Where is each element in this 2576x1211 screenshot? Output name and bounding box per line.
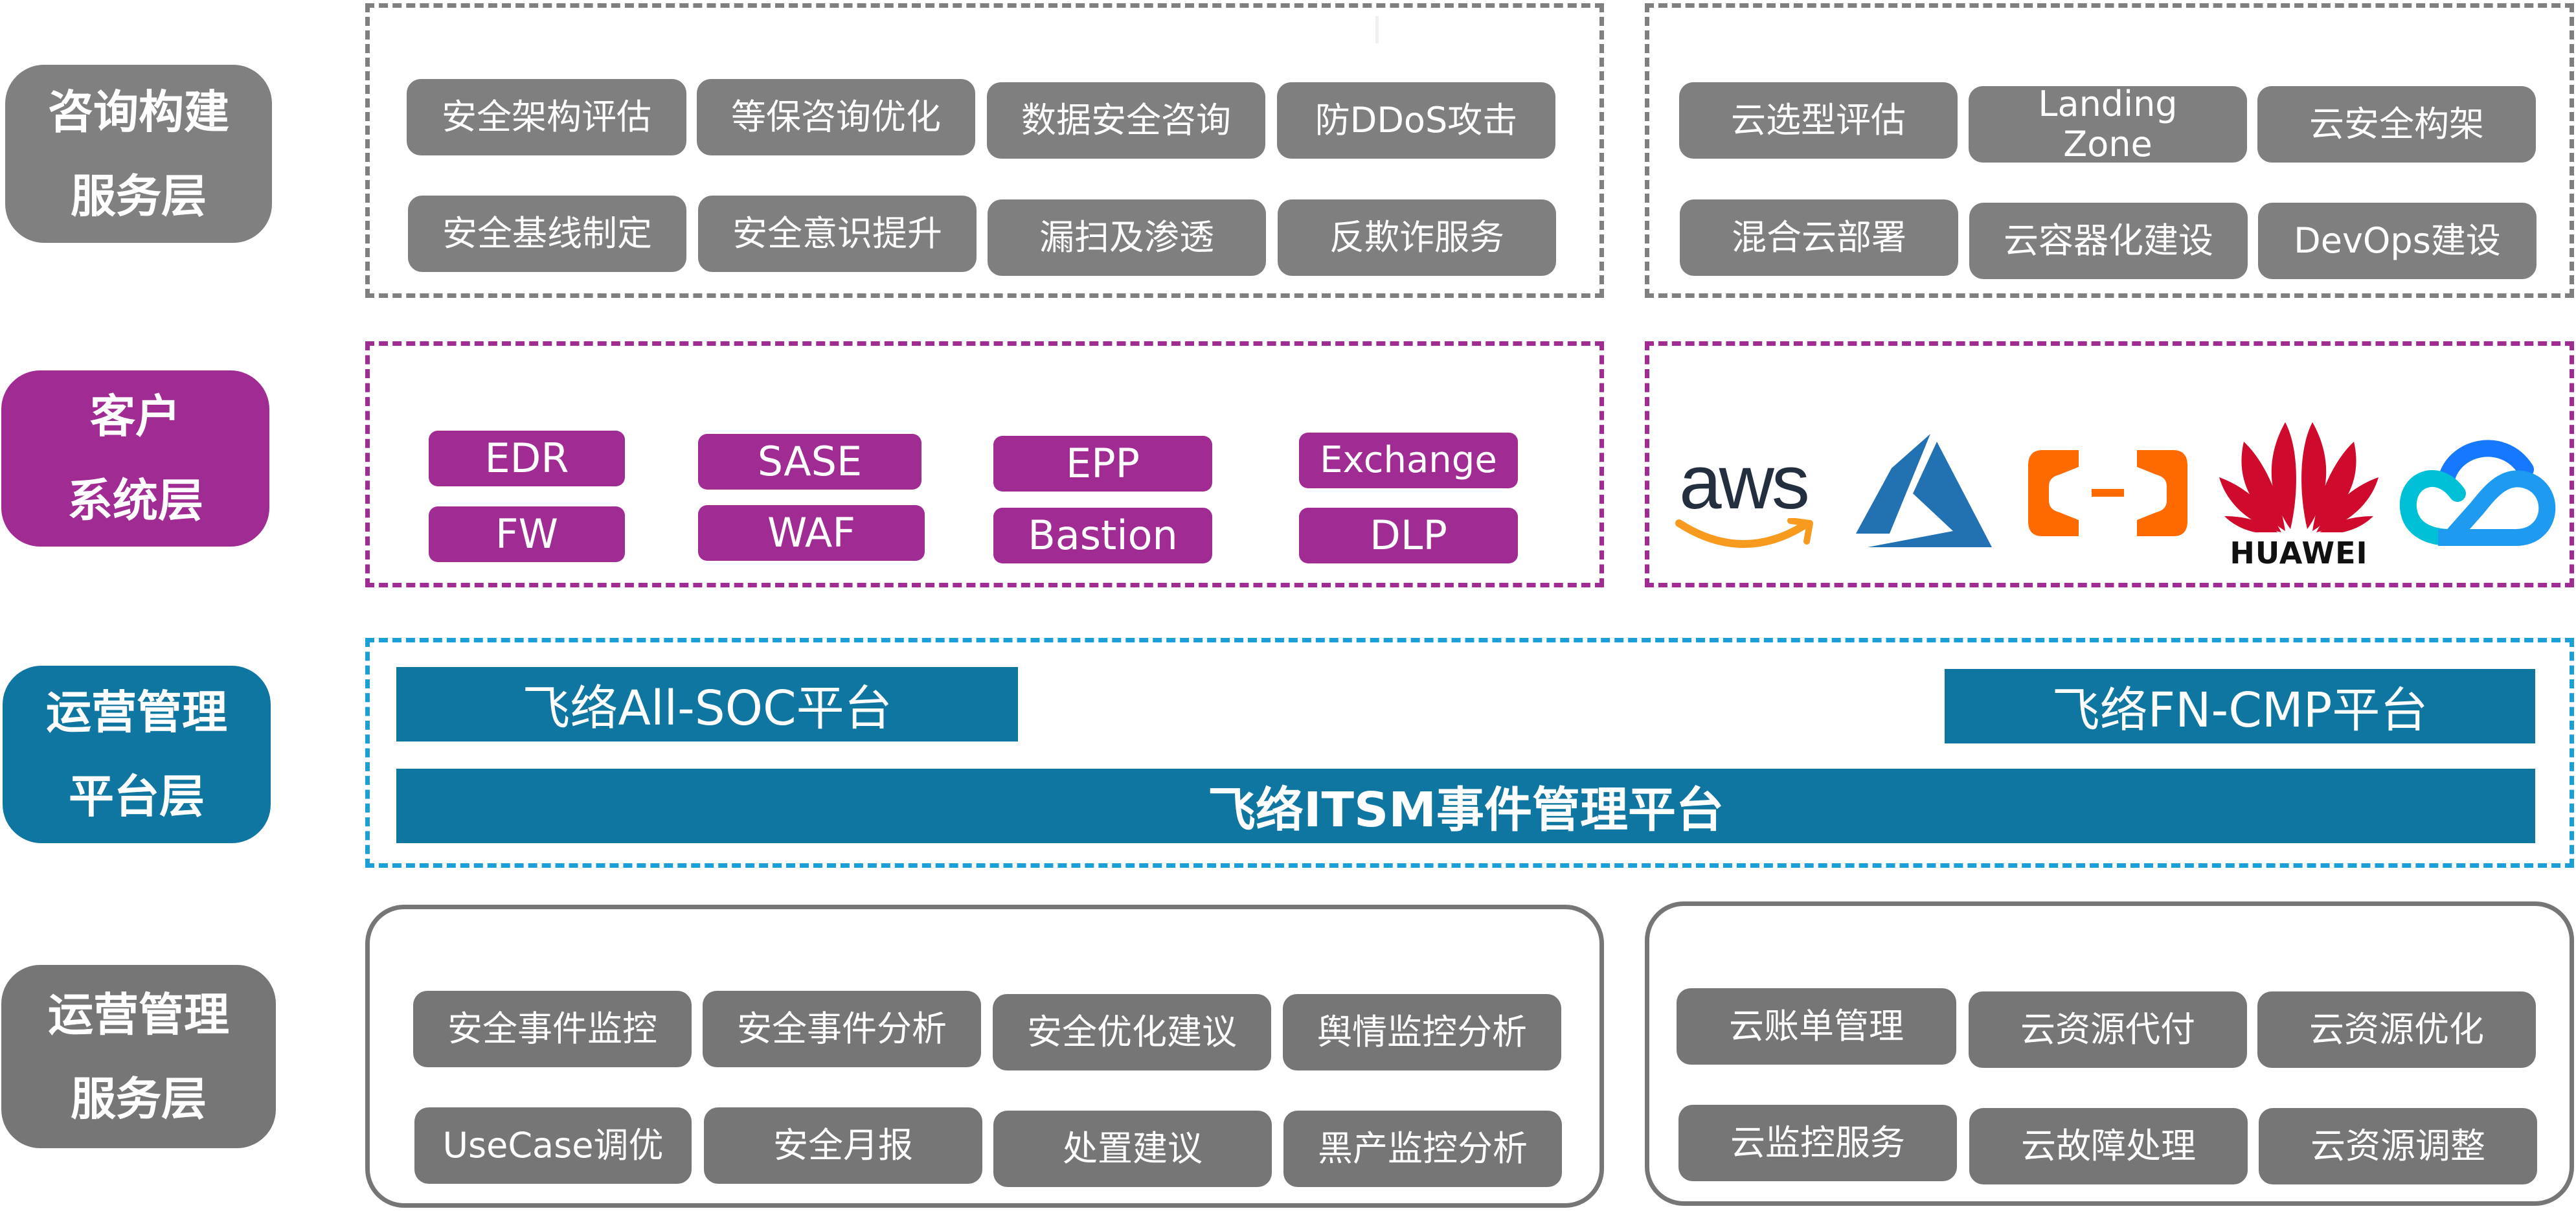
service-chip[interactable]: 云资源优化 (2257, 991, 2536, 1068)
client-systems-group (365, 341, 1604, 587)
layer-label-line1: 运营管理 (46, 686, 227, 739)
layer-label-line2: 平台层 (69, 770, 205, 823)
layer-label-ops-service: 运营管理 服务层 (1, 965, 276, 1148)
service-chip[interactable]: 混合云部署 (1680, 199, 1958, 276)
divider (1375, 16, 1379, 43)
service-chip[interactable]: DevOps建设 (2258, 203, 2536, 279)
tencent-cloud-logo (2399, 440, 2556, 546)
system-chip[interactable]: EDR (429, 431, 625, 486)
service-chip[interactable]: 云故障处理 (1969, 1108, 2248, 1184)
system-chip[interactable]: FW (429, 506, 625, 562)
service-chip[interactable]: 安全基线制定 (408, 196, 686, 272)
ops-cloud-group (1645, 901, 2574, 1206)
system-chip[interactable]: Bastion (993, 508, 1212, 563)
service-chip[interactable]: 安全优化建议 (993, 994, 1271, 1070)
huawei-petals-icon (2219, 422, 2378, 534)
service-chip[interactable]: 安全月报 (704, 1107, 982, 1184)
system-chip[interactable]: DLP (1299, 508, 1518, 563)
service-chip[interactable]: 数据安全咨询 (987, 82, 1265, 159)
consulting-cloud-group (1645, 3, 2574, 298)
service-chip[interactable]: 舆情监控分析 (1283, 994, 1561, 1070)
layer-label-line2: 服务层 (71, 1072, 207, 1126)
layer-label-consulting: 咨询构建 服务层 (5, 65, 272, 243)
service-chip[interactable]: 防DDoS攻击 (1277, 82, 1555, 159)
service-chip[interactable]: 黑产监控分析 (1283, 1111, 1562, 1187)
service-chip[interactable]: 安全架构评估 (407, 79, 686, 155)
aws-logo: aws (1674, 440, 1823, 550)
layer-label-line1: 咨询构建 (48, 85, 229, 139)
consulting-security-group (365, 3, 1604, 298)
system-chip[interactable]: Exchange (1299, 433, 1518, 488)
service-chip[interactable]: 云监控服务 (1678, 1105, 1957, 1181)
service-chip[interactable]: 云资源代付 (1969, 991, 2247, 1068)
huawei-logo: HUAWEI (2218, 422, 2380, 572)
service-chip[interactable]: 安全意识提升 (698, 196, 977, 272)
service-chip[interactable]: 云资源调整 (2259, 1108, 2537, 1184)
soc-platform-bar[interactable]: 飞络All-SOC平台 (396, 667, 1018, 741)
ops-security-group (365, 905, 1604, 1208)
layer-label-line1: 运营管理 (48, 988, 229, 1041)
service-chip[interactable]: 安全事件分析 (703, 991, 981, 1067)
system-chip[interactable]: WAF (698, 505, 925, 561)
service-chip[interactable]: 云账单管理 (1677, 988, 1956, 1065)
aws-smile-icon (1675, 517, 1813, 548)
system-chip[interactable]: SASE (698, 434, 921, 490)
cloud-vendors-group (1645, 341, 2574, 587)
layer-label-line2: 服务层 (71, 169, 207, 223)
huawei-logo-text: HUAWEI (2230, 536, 2368, 571)
service-chip[interactable]: 安全事件监控 (413, 991, 692, 1067)
layer-label-client: 客户 系统层 (1, 370, 269, 547)
service-chip[interactable]: 云容器化建设 (1969, 203, 2248, 279)
service-chip[interactable]: 漏扫及渗透 (988, 199, 1266, 276)
system-chip[interactable]: EPP (993, 436, 1212, 492)
alibaba-cloud-logo (2028, 450, 2187, 536)
azure-logo (1856, 434, 1992, 547)
platform-group (365, 638, 2574, 868)
aws-logo-text: aws (1679, 440, 1810, 525)
layer-label-line1: 客户 (90, 390, 181, 443)
chip-line2: Zone (2063, 124, 2152, 164)
layer-label-platform: 运营管理 平台层 (3, 666, 271, 843)
service-chip[interactable]: 云安全构架 (2257, 86, 2536, 163)
service-chip[interactable]: UseCase调优 (414, 1107, 692, 1184)
chip-line1: Landing (2038, 84, 2178, 124)
service-chip[interactable]: 等保咨询优化 (697, 79, 975, 155)
layer-label-line2: 系统层 (67, 474, 203, 527)
cmp-platform-bar[interactable]: 飞络FN-CMP平台 (1945, 669, 2535, 743)
itsm-platform-bar[interactable]: 飞络ITSM事件管理平台 (396, 769, 2535, 843)
service-chip[interactable]: 反欺诈服务 (1278, 199, 1556, 276)
service-chip[interactable]: 处置建议 (993, 1111, 1272, 1187)
service-chip[interactable]: 云选型评估 (1679, 82, 1958, 159)
service-chip-landing-zone[interactable]: Landing Zone (1969, 84, 2247, 164)
